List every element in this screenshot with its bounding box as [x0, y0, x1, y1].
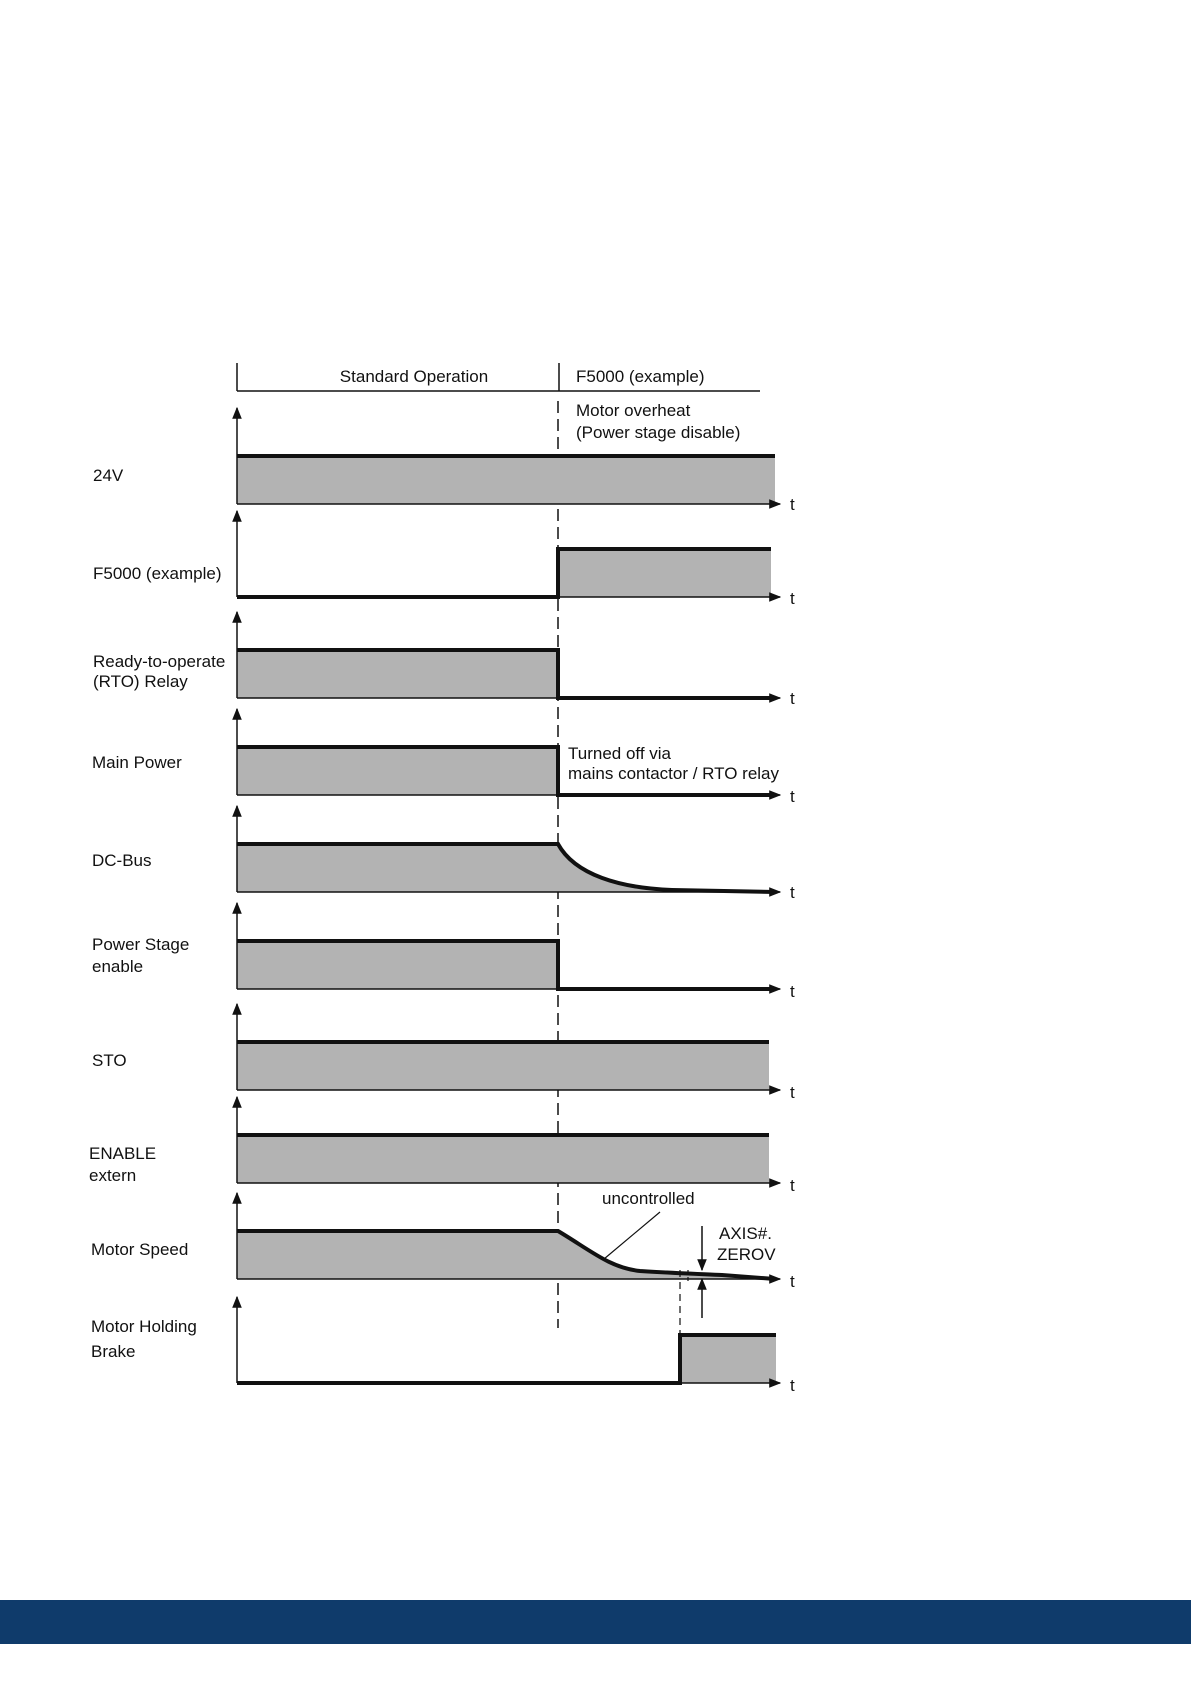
phase-header: Standard Operation F5000 (example) Motor… — [237, 363, 760, 442]
signal-power-stage-fill — [237, 941, 558, 989]
footer-bar — [0, 1600, 1191, 1644]
signal-24v-fill — [237, 456, 775, 504]
signal-dc-bus-time-label: t — [790, 883, 795, 902]
signal-dc-bus-label: DC-Bus — [92, 851, 152, 870]
signal-f5000-fill — [558, 549, 771, 597]
signal-f5000-time-label: t — [790, 589, 795, 608]
signal-power-stage-label-line2: enable — [92, 957, 143, 976]
signal-holding-brake-label-line2: Brake — [91, 1342, 135, 1361]
power-stage-disable-note: (Power stage disable) — [576, 423, 740, 442]
signal-motor-speed: t Motor Speed uncontrolled AXIS#. ZEROV — [91, 1189, 795, 1335]
signal-power-stage-label-line1: Power Stage — [92, 935, 189, 954]
signal-motor-speed-label: Motor Speed — [91, 1240, 188, 1259]
signal-enable-extern-label-line2: extern — [89, 1166, 136, 1185]
signal-enable-extern: t ENABLE extern — [89, 1097, 795, 1195]
signal-enable-extern-label-line1: ENABLE — [89, 1144, 156, 1163]
signal-enable-extern-fill — [237, 1135, 769, 1183]
signal-holding-brake: t Motor Holding Brake — [91, 1297, 795, 1395]
signal-rto-fill — [237, 650, 558, 698]
signal-holding-brake-fill — [680, 1335, 776, 1383]
signal-sto-label: STO — [92, 1051, 127, 1070]
signal-main-power-fill — [237, 747, 558, 795]
zerov-label-line1: AXIS#. — [719, 1224, 772, 1243]
signal-motor-speed-fill — [237, 1231, 775, 1279]
uncontrolled-label: uncontrolled — [602, 1189, 695, 1208]
signal-dc-bus-fill — [237, 844, 775, 892]
f5000-phase-label: F5000 (example) — [576, 367, 705, 386]
signal-sto: t STO — [92, 1004, 795, 1102]
signal-main-power-label: Main Power — [92, 753, 182, 772]
signal-sto-fill — [237, 1042, 769, 1090]
signal-sto-time-label: t — [790, 1083, 795, 1102]
signal-power-stage-time-label: t — [790, 982, 795, 1001]
signal-power-stage: t Power Stage enable — [92, 903, 795, 1001]
signal-rto-time-label: t — [790, 689, 795, 708]
signal-f5000-label: F5000 (example) — [93, 564, 222, 583]
main-power-annotation-line1: Turned off via — [568, 744, 672, 763]
uncontrolled-pointer-line — [604, 1212, 660, 1259]
signal-main-power-time-label: t — [790, 787, 795, 806]
signal-holding-brake-time-label: t — [790, 1376, 795, 1395]
motor-overheat-note: Motor overheat — [576, 401, 691, 420]
signal-24v-label: 24V — [93, 466, 124, 485]
signal-24v-time-label: t — [790, 495, 795, 514]
main-power-annotation-line2: mains contactor / RTO relay — [568, 764, 780, 783]
signal-enable-extern-time-label: t — [790, 1176, 795, 1195]
signal-rto-label-line1: Ready-to-operate — [93, 652, 225, 671]
signal-rto: t Ready-to-operate (RTO) Relay — [93, 612, 795, 708]
standard-operation-label: Standard Operation — [340, 367, 488, 386]
signal-rto-label-line2: (RTO) Relay — [93, 672, 188, 691]
signal-f5000: t F5000 (example) — [93, 511, 795, 608]
signal-main-power: t Main Power Turned off via mains contac… — [92, 709, 795, 806]
signal-motor-speed-time-label: t — [790, 1272, 795, 1291]
zerov-label-line2: ZEROV — [717, 1245, 776, 1264]
signal-holding-brake-label-line1: Motor Holding — [91, 1317, 197, 1336]
signal-dc-bus: t DC-Bus — [92, 806, 795, 902]
